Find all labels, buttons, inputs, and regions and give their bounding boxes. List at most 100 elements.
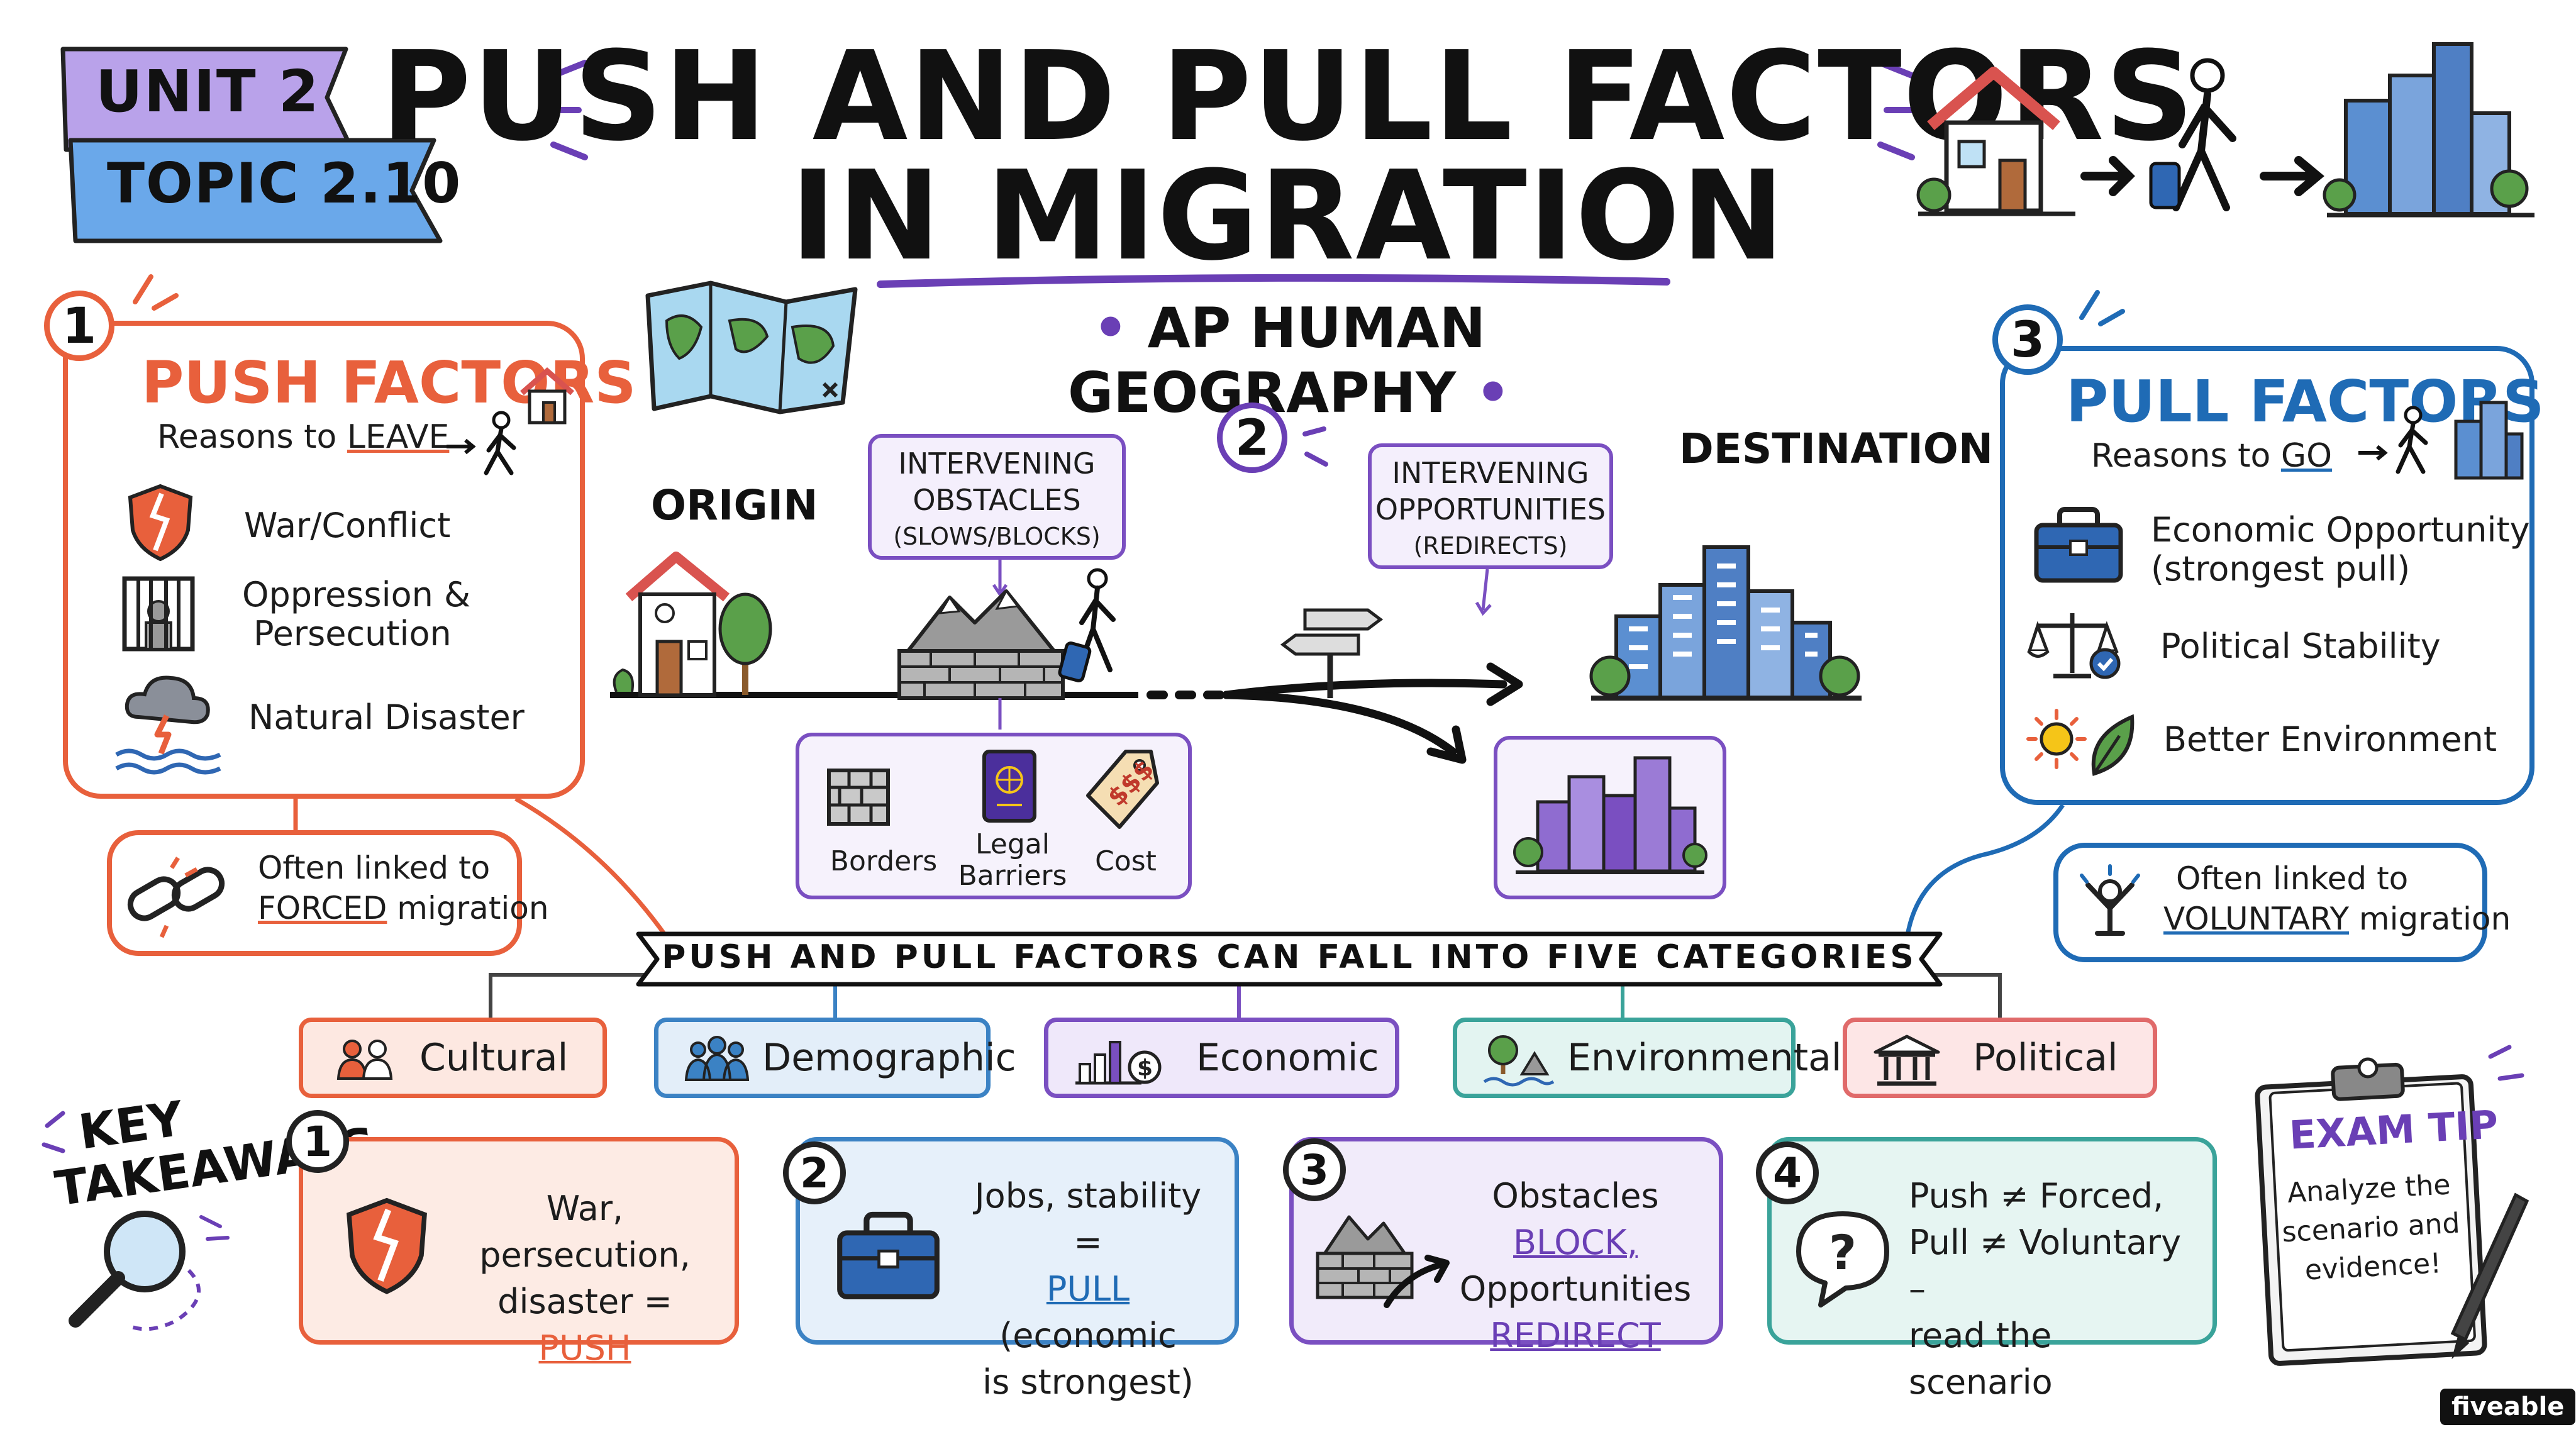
- voluntary-migration-box: [2053, 843, 2487, 962]
- takeaway-3-number: 3: [1283, 1138, 1346, 1201]
- brand-logo: fiveable: [2440, 1389, 2576, 1425]
- category-environmental-label: Environmental: [1567, 1036, 1842, 1080]
- push-keyword: PUSH: [538, 1328, 631, 1368]
- svg-text:?: ?: [1829, 1224, 1857, 1280]
- push-connector: [293, 796, 669, 939]
- obstacles-text: INTERVENING OBSTACLES (SLOWS/BLOCKS): [893, 447, 1101, 550]
- house-to-city-icon: [1916, 42, 2534, 218]
- bullet-dot-right: •: [1456, 360, 1511, 425]
- border-wall-icon: [827, 769, 890, 826]
- destination-label: DESTINATION: [1679, 425, 1994, 473]
- title-underline: [877, 274, 1670, 288]
- push-panel-subtitle: Reasons to LEAVE: [157, 418, 450, 456]
- category-economic-label: Economic: [1196, 1036, 1379, 1080]
- push-walker-icon: [447, 411, 516, 475]
- cheering-person-icon: [2080, 864, 2140, 936]
- intervening-badge-accent: [1302, 426, 1328, 467]
- migration-path-scene: [610, 545, 1862, 764]
- category-demographic-label: Demographic: [762, 1036, 1016, 1080]
- bullet-dot-left: •: [1092, 296, 1148, 360]
- unit-ribbon: [60, 47, 355, 152]
- intervening-opportunities-box: INTERVENING OPPORTUNITIES (REDIRECTS): [1368, 443, 1613, 569]
- takeaway-broken-shield-icon: [347, 1197, 427, 1294]
- category-political-label: Political: [1973, 1036, 2118, 1080]
- push-item-war: War/Conflict: [244, 506, 451, 545]
- category-cultural-label: Cultural: [419, 1036, 569, 1080]
- forced-keyword: FORCED: [258, 890, 387, 926]
- push-item-oppression: Oppression & Persecution: [242, 575, 471, 653]
- world-map-icon: [645, 280, 858, 414]
- crowd-icon: [684, 1036, 750, 1081]
- push-house-icon: [520, 367, 574, 425]
- topic-label: TOPIC 2.10: [107, 151, 462, 216]
- pull-badge-accent: [2079, 290, 2125, 326]
- category-environmental: Environmental: [1453, 1018, 1842, 1098]
- push-item-disaster: Natural Disaster: [248, 697, 525, 737]
- title-accent-left: [538, 60, 588, 160]
- takeaway-2-number: 2: [783, 1141, 846, 1204]
- tree-water-icon: [1483, 1035, 1555, 1087]
- mountain-wall-arrow-icon: [1316, 1215, 1450, 1308]
- people-icon: [336, 1040, 393, 1080]
- category-cultural: Cultural: [299, 1018, 607, 1098]
- title-accent-right: [1877, 60, 1928, 160]
- svg-text:$: $: [1137, 1055, 1153, 1081]
- pull-item-political: Political Stability: [2160, 626, 2441, 666]
- intervening-obstacles-box: INTERVENING OBSTACLES (SLOWS/BLOCKS): [868, 434, 1126, 560]
- unit-label: UNIT 2: [96, 58, 320, 125]
- takeaway-briefcase-icon: [837, 1211, 940, 1299]
- takeaway-4-text: Push ≠ Forced, Pull ≠ Voluntary – read t…: [1909, 1176, 2182, 1402]
- pull-panel-subtitle: Reasons to GO: [2091, 437, 2333, 475]
- passport-icon: [982, 750, 1036, 823]
- price-tag-icon: $$$: [1086, 750, 1160, 829]
- magnifier-icon: [69, 1211, 230, 1331]
- takeaway-1-text: War, persecution, disaster = PUSH: [479, 1189, 691, 1368]
- redirect-city-icon: [1513, 756, 1707, 874]
- categories-banner-text: PUSH AND PULL FACTORS CAN FALL INTO FIVE…: [662, 938, 1917, 976]
- barrier-legal-label: Legal Barriers: [958, 828, 1067, 892]
- pull-item-environment: Better Environment: [2163, 719, 2497, 759]
- broken-shield-icon: [128, 484, 193, 562]
- topic-ribbon: [68, 138, 443, 243]
- intervening-number-badge: 2: [1217, 402, 1287, 473]
- pull-number-badge: 3: [1992, 304, 2063, 375]
- storm-icon: [115, 675, 221, 775]
- pull-keyword: PULL: [1046, 1269, 1130, 1309]
- question-bubble-icon: ?: [1796, 1211, 1889, 1307]
- push-subtitle-keyword: LEAVE: [347, 418, 450, 456]
- government-building-icon: [1874, 1035, 1940, 1086]
- redirect-keyword: REDIRECT: [1490, 1316, 1661, 1355]
- takeaway-4-number: 4: [1756, 1141, 1819, 1204]
- block-keyword: BLOCK,: [1513, 1223, 1638, 1262]
- scales-icon: [2027, 613, 2121, 679]
- voluntary-link-text: Often linked to VOLUNTARY migration: [2163, 860, 2511, 937]
- takeaways-accent: [42, 1111, 65, 1153]
- prison-icon: [122, 576, 195, 652]
- pull-subtitle-keyword: GO: [2280, 437, 2333, 475]
- barrier-borders-label: Borders: [830, 845, 938, 877]
- category-political: Political: [1843, 1018, 2157, 1098]
- sun-leaf-icon: [2026, 709, 2135, 776]
- takeaway-3-text: Obstacles BLOCK, Opportunities REDIRECT: [1459, 1176, 1692, 1355]
- briefcase-icon: [2034, 507, 2123, 583]
- takeaway-2-text: Jobs, stability = PULL (economic is stro…: [974, 1176, 1202, 1402]
- voluntary-keyword: VOLUNTARY: [2163, 901, 2349, 937]
- course-subtitle: • AP HUMAN GEOGRAPHY •: [1067, 296, 1511, 425]
- origin-label: ORIGIN: [651, 481, 818, 530]
- broken-chain-icon: [127, 857, 225, 938]
- page-title-line1: PUSH AND PULL FACTORS: [380, 25, 2196, 169]
- push-badge-accent: [133, 274, 179, 311]
- pull-item-economic: Economic Opportunity (strongest pull): [2151, 510, 2530, 589]
- bar-chart-dollar-icon: $: [1075, 1041, 1162, 1085]
- pull-connector: [1903, 804, 2065, 950]
- categories-banner-shape: [636, 931, 1943, 987]
- pull-walker-city-icon: [2358, 401, 2524, 480]
- takeaway-1-number: 1: [286, 1110, 349, 1173]
- forced-link-text: Often linked to FORCED migration: [258, 850, 549, 926]
- push-number-badge: 1: [44, 291, 114, 361]
- opportunities-text: INTERVENING OPPORTUNITIES (REDIRECTS): [1375, 456, 1606, 560]
- category-economic: $ Economic: [1044, 1018, 1399, 1098]
- barrier-cost-label: Cost: [1095, 845, 1157, 877]
- page-title-line2: IN MIGRATION: [790, 145, 1786, 288]
- exam-tip-clipboard: [2255, 1045, 2529, 1366]
